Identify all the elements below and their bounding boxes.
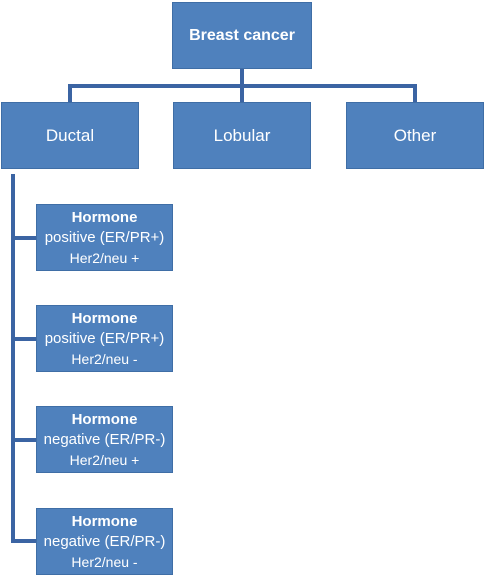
leaf-line-2: negative (ER/PR-) — [43, 430, 166, 448]
node-hormone-positive-her2-positive: Hormone positive (ER/PR+) Her2/neu + — [36, 204, 173, 271]
node-ductal: Ductal — [1, 102, 139, 169]
node-hormone-negative-her2-positive: Hormone negative (ER/PR-) Her2/neu + — [36, 406, 173, 473]
leaf-line-3: Her2/neu - — [71, 553, 138, 570]
node-lobular: Lobular — [173, 102, 311, 169]
leaf-line-3: Her2/neu + — [69, 249, 140, 266]
leaf-line-1: Hormone — [71, 410, 138, 428]
node-label: Ductal — [45, 125, 95, 145]
leaf-line-1: Hormone — [71, 309, 138, 327]
node-hormone-negative-her2-negative: Hormone negative (ER/PR-) Her2/neu - — [36, 508, 173, 575]
node-label: Breast cancer — [189, 26, 295, 44]
node-label: Lobular — [213, 125, 271, 145]
node-breast-cancer: Breast cancer — [172, 2, 312, 69]
node-hormone-positive-her2-negative: Hormone positive (ER/PR+) Her2/neu - — [36, 305, 173, 372]
node-label: Other — [393, 125, 437, 145]
leaf-line-1: Hormone — [71, 208, 138, 226]
leaf-line-2: positive (ER/PR+) — [44, 329, 165, 347]
node-other: Other — [346, 102, 484, 169]
leaf-line-2: positive (ER/PR+) — [44, 228, 165, 246]
leaf-line-3: Her2/neu + — [69, 451, 140, 468]
leaf-line-2: negative (ER/PR-) — [43, 532, 166, 550]
leaf-line-3: Her2/neu - — [71, 350, 138, 367]
leaf-line-1: Hormone — [71, 512, 138, 530]
